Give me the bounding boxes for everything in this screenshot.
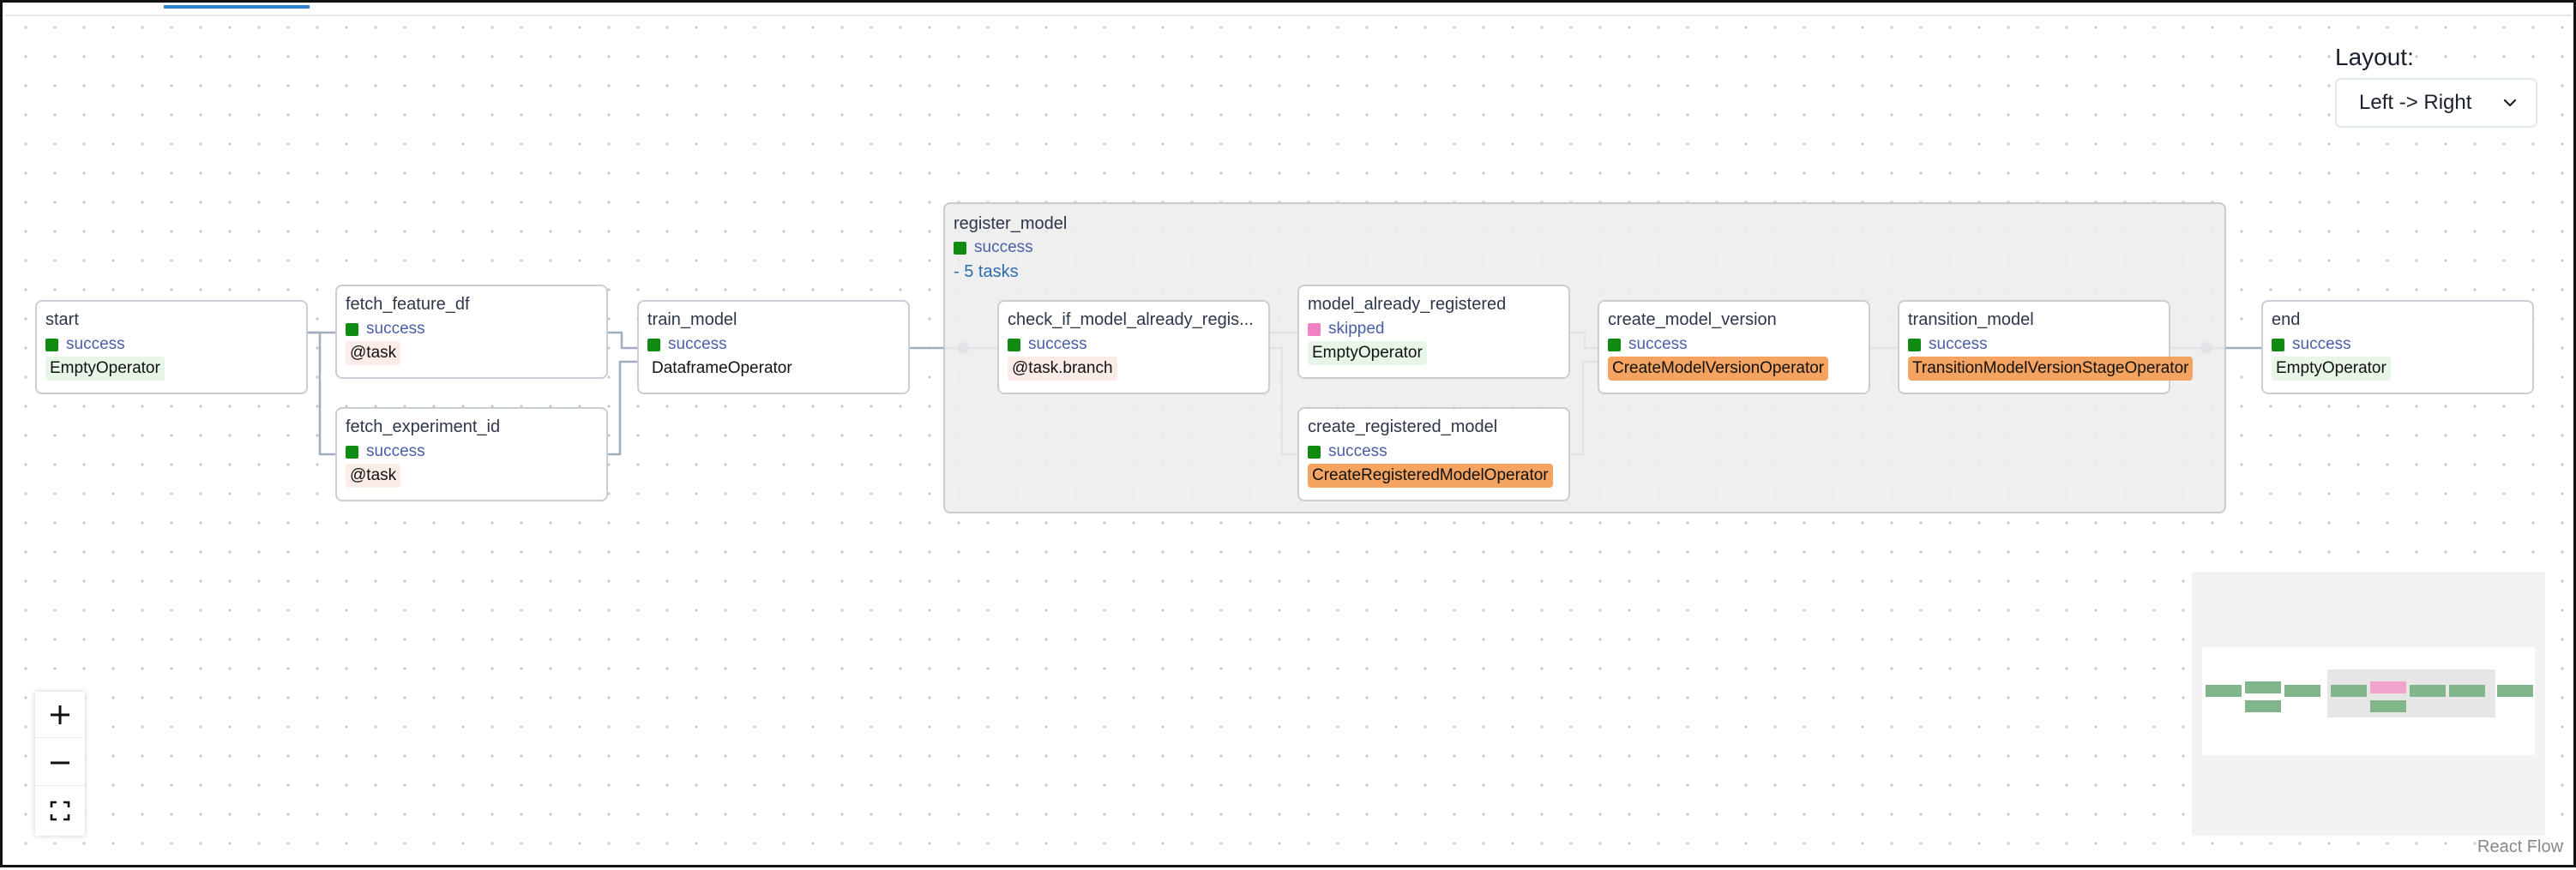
status-success-icon — [647, 338, 660, 351]
zoom-out-button[interactable] — [35, 740, 85, 786]
chevron-down-icon — [2503, 99, 2517, 107]
minimap-node-skipped — [2370, 681, 2406, 693]
task-status: success — [1308, 442, 1387, 461]
status-success-icon — [45, 338, 58, 351]
operator-badge: @task.branch — [1008, 357, 1117, 381]
status-success-icon — [1908, 338, 1921, 351]
status-success-icon — [346, 445, 358, 459]
group-title: register_model — [954, 214, 1068, 233]
group-status-label: success — [974, 238, 1033, 256]
task-status: success — [1908, 335, 1988, 354]
edge — [307, 331, 335, 456]
task-node-model-already-registered[interactable]: model_already_registered skipped EmptyOp… — [1297, 285, 1570, 379]
operator-badge: @task — [346, 464, 401, 488]
status-success-icon — [1308, 445, 1321, 459]
layout-selected-value: Left -> Right — [2359, 91, 2472, 114]
group-collapse-toggle[interactable]: - 5 tasks — [954, 262, 1019, 281]
minimap-node — [2284, 685, 2320, 697]
fit-view-button[interactable] — [35, 788, 85, 834]
layout-label: Layout: — [2335, 44, 2414, 70]
task-title: fetch_feature_df — [346, 295, 470, 314]
task-status: skipped — [1308, 320, 1385, 339]
task-status-label: skipped — [1328, 320, 1385, 338]
task-node-train-model[interactable]: train_model success DataframeOperator — [637, 300, 910, 394]
status-success-icon — [2272, 338, 2284, 351]
task-node-check-if-model-already-registered[interactable]: check_if_model_already_regis... success … — [997, 300, 1270, 394]
task-status-label: success — [2292, 335, 2351, 353]
task-title: create_model_version — [1608, 310, 1777, 329]
task-status-label: success — [366, 320, 425, 338]
fit-view-icon — [50, 801, 70, 821]
react-flow-attribution[interactable]: React Flow — [2477, 837, 2564, 856]
minimap-node — [2245, 681, 2281, 693]
operator-badge: DataframeOperator — [647, 357, 797, 381]
status-success-icon — [1008, 338, 1020, 351]
status-success-icon — [346, 322, 358, 336]
operator-badge: TransitionModelVersionStageOperator — [1908, 357, 2194, 381]
task-status-label: success — [668, 335, 727, 353]
operator-badge: EmptyOperator — [1308, 341, 1427, 365]
task-title: create_registered_model — [1308, 417, 1498, 436]
task-status: success — [346, 442, 425, 461]
task-status-label: success — [1929, 335, 1988, 353]
task-status-label: success — [1628, 335, 1688, 353]
operator-badge: CreateModelVersionOperator — [1608, 357, 1829, 381]
minus-icon — [51, 761, 69, 764]
operator-badge: CreateRegisteredModelOperator — [1308, 464, 1553, 488]
task-title: model_already_registered — [1308, 295, 1507, 314]
minimap-node — [2410, 685, 2446, 697]
task-node-create-registered-model[interactable]: create_registered_model success CreateRe… — [1297, 407, 1570, 501]
task-title: start — [45, 310, 79, 329]
operator-badge: @task — [346, 341, 401, 365]
minimap-node — [2370, 700, 2406, 712]
task-status-label: success — [1028, 335, 1087, 353]
zoom-in-button[interactable] — [35, 692, 85, 738]
zoom-controls — [35, 692, 85, 836]
task-title: end — [2272, 310, 2301, 329]
status-success-icon — [1608, 338, 1621, 351]
task-node-create-model-version[interactable]: create_model_version success CreateModel… — [1598, 300, 1870, 394]
operator-badge: EmptyOperator — [2272, 357, 2391, 381]
edge — [607, 360, 637, 456]
task-status-label: success — [1328, 442, 1387, 460]
task-node-transition-model[interactable]: transition_model success TransitionModel… — [1898, 300, 2194, 394]
minimap-node — [2331, 685, 2367, 697]
task-node-fetch-experiment-id[interactable]: fetch_experiment_id success @task — [335, 407, 608, 501]
minimap[interactable] — [2192, 572, 2545, 836]
task-title: check_if_model_already_regis... — [1008, 310, 1254, 329]
operator-badge: EmptyOperator — [45, 357, 165, 381]
status-skipped-icon — [1308, 322, 1321, 336]
tab-divider — [5, 15, 2571, 16]
task-title: train_model — [647, 310, 737, 329]
task-status: success — [45, 335, 125, 354]
task-status: success — [2272, 335, 2351, 354]
task-title: transition_model — [1908, 310, 2034, 329]
minimap-node — [2449, 685, 2485, 697]
minimap-node — [2206, 685, 2242, 697]
task-status: success — [346, 320, 425, 339]
task-status-label: success — [66, 335, 125, 353]
task-node-start[interactable]: start success EmptyOperator — [35, 300, 308, 394]
task-status: success — [647, 335, 727, 354]
plus-icon — [51, 705, 69, 724]
active-tab-indicator — [164, 5, 310, 9]
minimap-node — [2497, 685, 2533, 697]
task-status-label: success — [366, 442, 425, 460]
task-status: success — [1008, 335, 1087, 354]
task-title: fetch_experiment_id — [346, 417, 501, 436]
status-success-icon — [954, 241, 966, 255]
task-node-end[interactable]: end success EmptyOperator — [2261, 300, 2534, 394]
group-status: success — [954, 238, 1033, 257]
task-node-fetch-feature-df[interactable]: fetch_feature_df success @task — [335, 285, 608, 379]
edge — [607, 331, 637, 350]
task-status: success — [1608, 335, 1688, 354]
minimap-node — [2245, 700, 2281, 712]
layout-select[interactable]: Left -> Right — [2335, 78, 2537, 128]
